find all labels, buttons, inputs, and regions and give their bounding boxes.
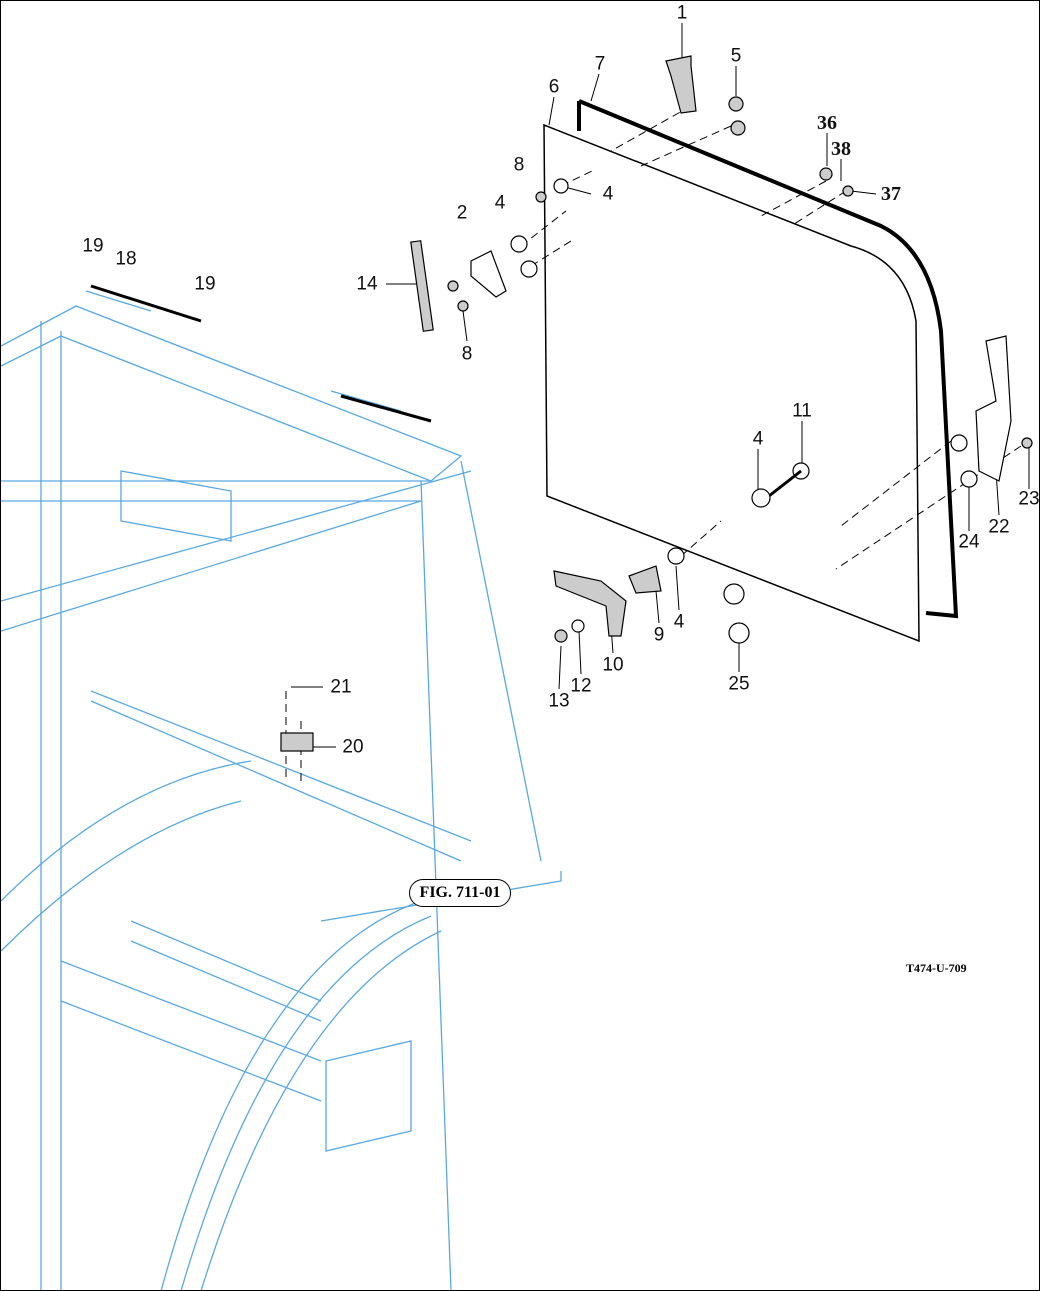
callout-number: 21 [330, 676, 352, 698]
callout-number: 37 [881, 183, 901, 205]
callout-number: 25 [728, 673, 750, 695]
callout-number: 4 [494, 192, 506, 214]
callout-number: 5 [730, 45, 742, 67]
callout-number: 38 [831, 138, 851, 160]
callout-number: 11 [792, 400, 812, 422]
callout-number: 24 [958, 531, 980, 553]
callout-number: 20 [342, 736, 364, 758]
callout-number: 36 [817, 112, 837, 134]
assembly-lines [285, 105, 1022, 781]
latch-bracket [665, 55, 697, 114]
callout-number: 22 [988, 516, 1010, 538]
callout-number: 1 [676, 2, 688, 24]
callout-number: 23 [1018, 488, 1040, 510]
callout-number: 19 [82, 235, 104, 257]
callout-number: 4 [602, 183, 614, 205]
rear-glass [543, 99, 959, 643]
cab-frame [1, 290, 562, 1290]
callout-number: 4 [673, 611, 685, 633]
callout-number: 4 [752, 428, 764, 450]
callout-number: 2 [456, 202, 468, 224]
callout-number: 8 [513, 154, 525, 176]
callout-number: 10 [602, 654, 624, 676]
callout-number: 8 [461, 343, 473, 365]
callout-number: 18 [115, 248, 137, 270]
drawing-number: T474-U-709 [906, 961, 967, 975]
callout-number: 6 [548, 76, 560, 98]
callout-number: 9 [653, 624, 665, 646]
callout-number: 19 [194, 273, 216, 295]
callout-number: 7 [594, 53, 606, 75]
figure-reference-link[interactable]: FIG. 711-01 [409, 879, 511, 907]
hardware-parts [90, 55, 1033, 752]
callout-number: 13 [548, 690, 570, 712]
callout-number: 14 [356, 273, 378, 295]
callout-number: 12 [570, 675, 592, 697]
